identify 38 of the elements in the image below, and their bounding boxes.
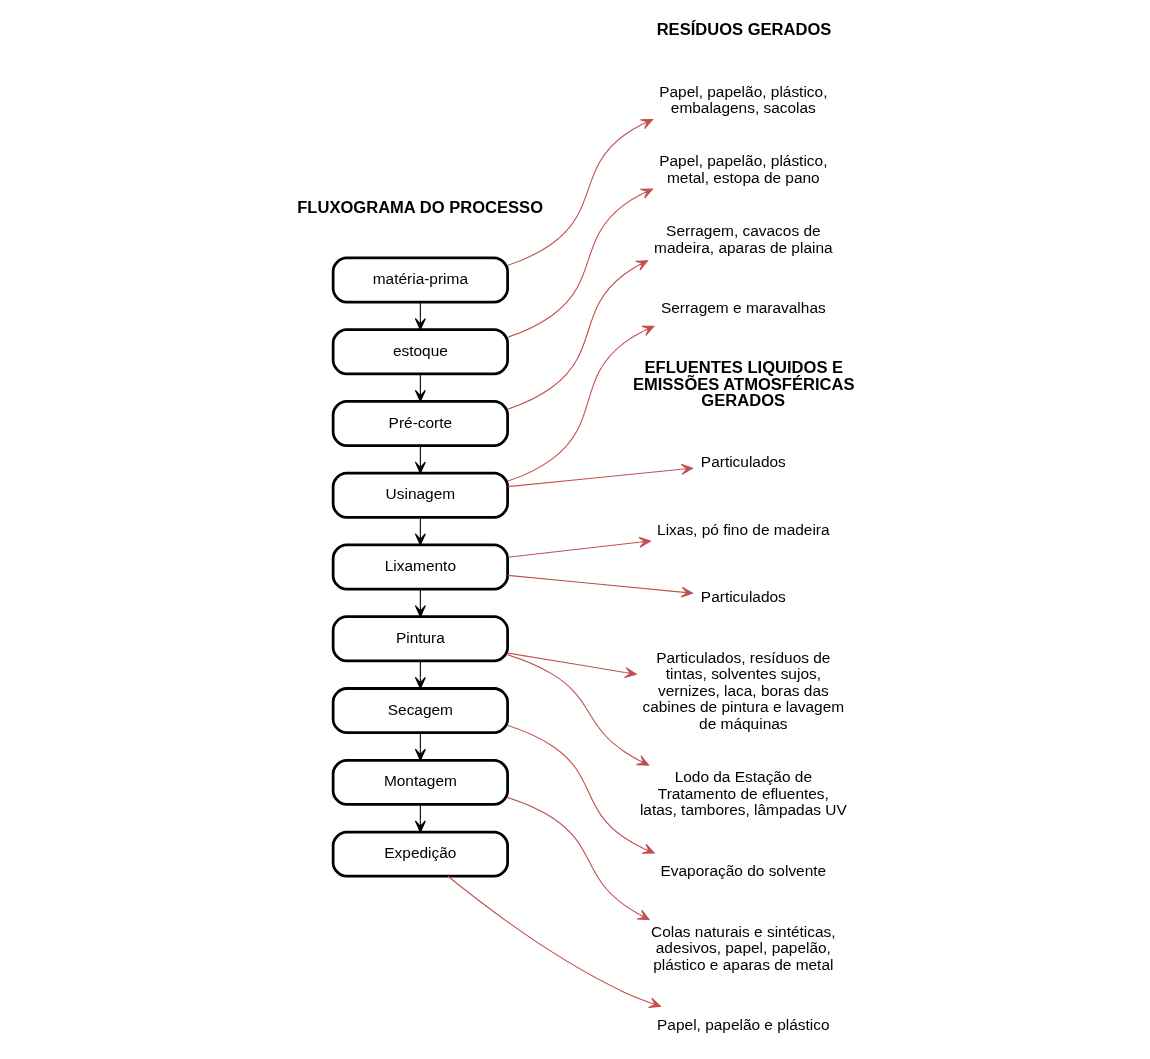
node-box: Usinagem [331, 471, 509, 519]
node-text: Particulados [700, 588, 786, 606]
node-text: Lixas, pó fino de madeira [656, 520, 830, 538]
label: RESÍDUOS GERADOS [656, 20, 831, 40]
node-text: Particulados, resíduos de tintas, solventes sujos, vernizes, laca, boras das cabines de pintura e lavagem de máquinas [641, 648, 844, 733]
arrow [506, 652, 637, 678]
node-box: Pré-corte [331, 400, 509, 447]
arrow [506, 536, 651, 558]
arrow [506, 724, 655, 854]
node-box: Lixamento [331, 543, 509, 591]
node-box: estoque [331, 328, 509, 376]
arrow [506, 654, 649, 766]
node-text: Papel, papelão e plástico [656, 1016, 830, 1034]
node-box: Montagem [331, 758, 509, 806]
node-box: Secagem [331, 687, 509, 735]
arrow [414, 803, 426, 833]
node-text: Colas naturais e sintéticas, adesivos, papel, papelão, plástico e aparas de metal [650, 922, 836, 973]
node-text: Papel, papelão, plástico, metal, estopa de pano [658, 152, 827, 187]
node-box: matéria-prima [331, 256, 509, 304]
node-text: Papel, papelão, plástico, embalagens, sacolas [658, 82, 827, 117]
arrow [446, 875, 661, 1009]
arrow [506, 260, 648, 410]
arrow [506, 325, 654, 482]
label: EFLUENTES LIQUIDOS E EMISSÕES ATMOSFÉRICAS GERADOS [632, 358, 854, 411]
arrow [506, 796, 650, 921]
node-text: Particulados [700, 453, 786, 471]
arrow [506, 463, 693, 488]
node-text: Serragem e maravalhas [660, 298, 826, 316]
node-text: Serragem, cavacos de madeira, aparas de plaina [653, 222, 833, 256]
arrow [506, 188, 653, 338]
arrow [414, 516, 426, 546]
node-box: Pintura [331, 615, 509, 663]
node-box: Expedição [331, 830, 509, 878]
node-text: Lodo da Estação de Tratamento de efluentes, latas, tambores, lâmpadas UV [639, 768, 847, 819]
arrow [506, 119, 653, 266]
node-text: Evaporação do solvente [660, 861, 826, 879]
arrow [506, 574, 693, 598]
label: FLUXOGRAMA DO PROCESSO [296, 198, 543, 218]
